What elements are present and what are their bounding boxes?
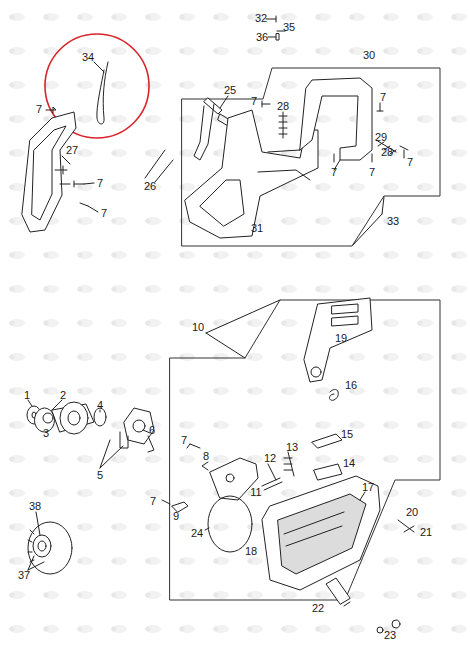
wire-part <box>97 62 108 124</box>
callout-number: 18 <box>244 545 258 558</box>
callout-number: 14 <box>342 457 356 470</box>
callout-number: 19 <box>334 332 348 345</box>
callout-number: 7 <box>330 166 338 179</box>
callout-number: 9 <box>172 510 180 523</box>
callout-number: 7 <box>250 95 258 108</box>
group-outline <box>170 300 440 600</box>
washer-part <box>94 408 106 426</box>
callout-number: 10 <box>191 321 205 334</box>
callout-number: 1 <box>23 389 31 402</box>
callout-number: 3 <box>42 427 50 440</box>
callout-number: 31 <box>250 222 264 235</box>
spring-part <box>330 389 339 400</box>
callout-number: 37 <box>17 569 31 582</box>
callout-number: 30 <box>362 49 376 62</box>
callout-number: 26 <box>143 180 157 193</box>
callout-number: 21 <box>419 526 433 539</box>
callout-number: 27 <box>65 144 79 157</box>
callout-number: 32 <box>254 12 268 25</box>
callout-number: 20 <box>405 506 419 519</box>
callout-number: 13 <box>285 441 299 454</box>
callout-number: 25 <box>223 84 237 97</box>
brake-band <box>208 496 252 552</box>
callout-number: 17 <box>361 481 375 494</box>
callout-number: 28 <box>380 146 394 159</box>
callout-number: 16 <box>344 379 358 392</box>
handle-part <box>185 110 318 238</box>
callout-number: 7 <box>100 207 108 220</box>
callout-number: 23 <box>383 629 397 642</box>
callout-number: 34 <box>81 51 95 64</box>
drum-part <box>28 522 72 574</box>
bearing-part <box>43 413 53 423</box>
chain-cover <box>262 476 380 590</box>
callout-number: 38 <box>28 500 42 513</box>
callout-number: 11 <box>249 486 262 499</box>
callout-number: 35 <box>282 21 296 34</box>
callout-number: 7 <box>406 156 414 169</box>
plate-part <box>22 112 76 232</box>
spring-part <box>279 112 287 138</box>
callout-number: 7 <box>96 177 104 190</box>
callout-number: 7 <box>379 91 387 104</box>
callout-number: 7 <box>35 103 43 116</box>
group-outline <box>182 68 440 246</box>
callout-number: 8 <box>202 450 210 463</box>
callout-number: 12 <box>263 452 277 465</box>
callout-number: 28 <box>276 100 290 113</box>
callout-number: 4 <box>96 399 104 412</box>
handle-part <box>300 78 372 160</box>
callout-number: 24 <box>190 527 204 540</box>
callout-number: 36 <box>255 31 269 44</box>
callout-number: 5 <box>96 469 104 482</box>
callout-number: 22 <box>311 602 325 615</box>
adjuster-part <box>326 578 350 606</box>
hand-guard <box>304 298 372 382</box>
callout-number: 29 <box>374 131 388 144</box>
callout-number: 33 <box>386 215 400 228</box>
callout-number: 15 <box>340 428 354 441</box>
lever-part <box>194 98 222 160</box>
callout-number: 7 <box>180 434 188 447</box>
callout-number: 7 <box>368 166 376 179</box>
callout-number: 6 <box>148 424 156 437</box>
callout-number: 7 <box>149 495 157 508</box>
callout-number: 2 <box>59 389 67 402</box>
